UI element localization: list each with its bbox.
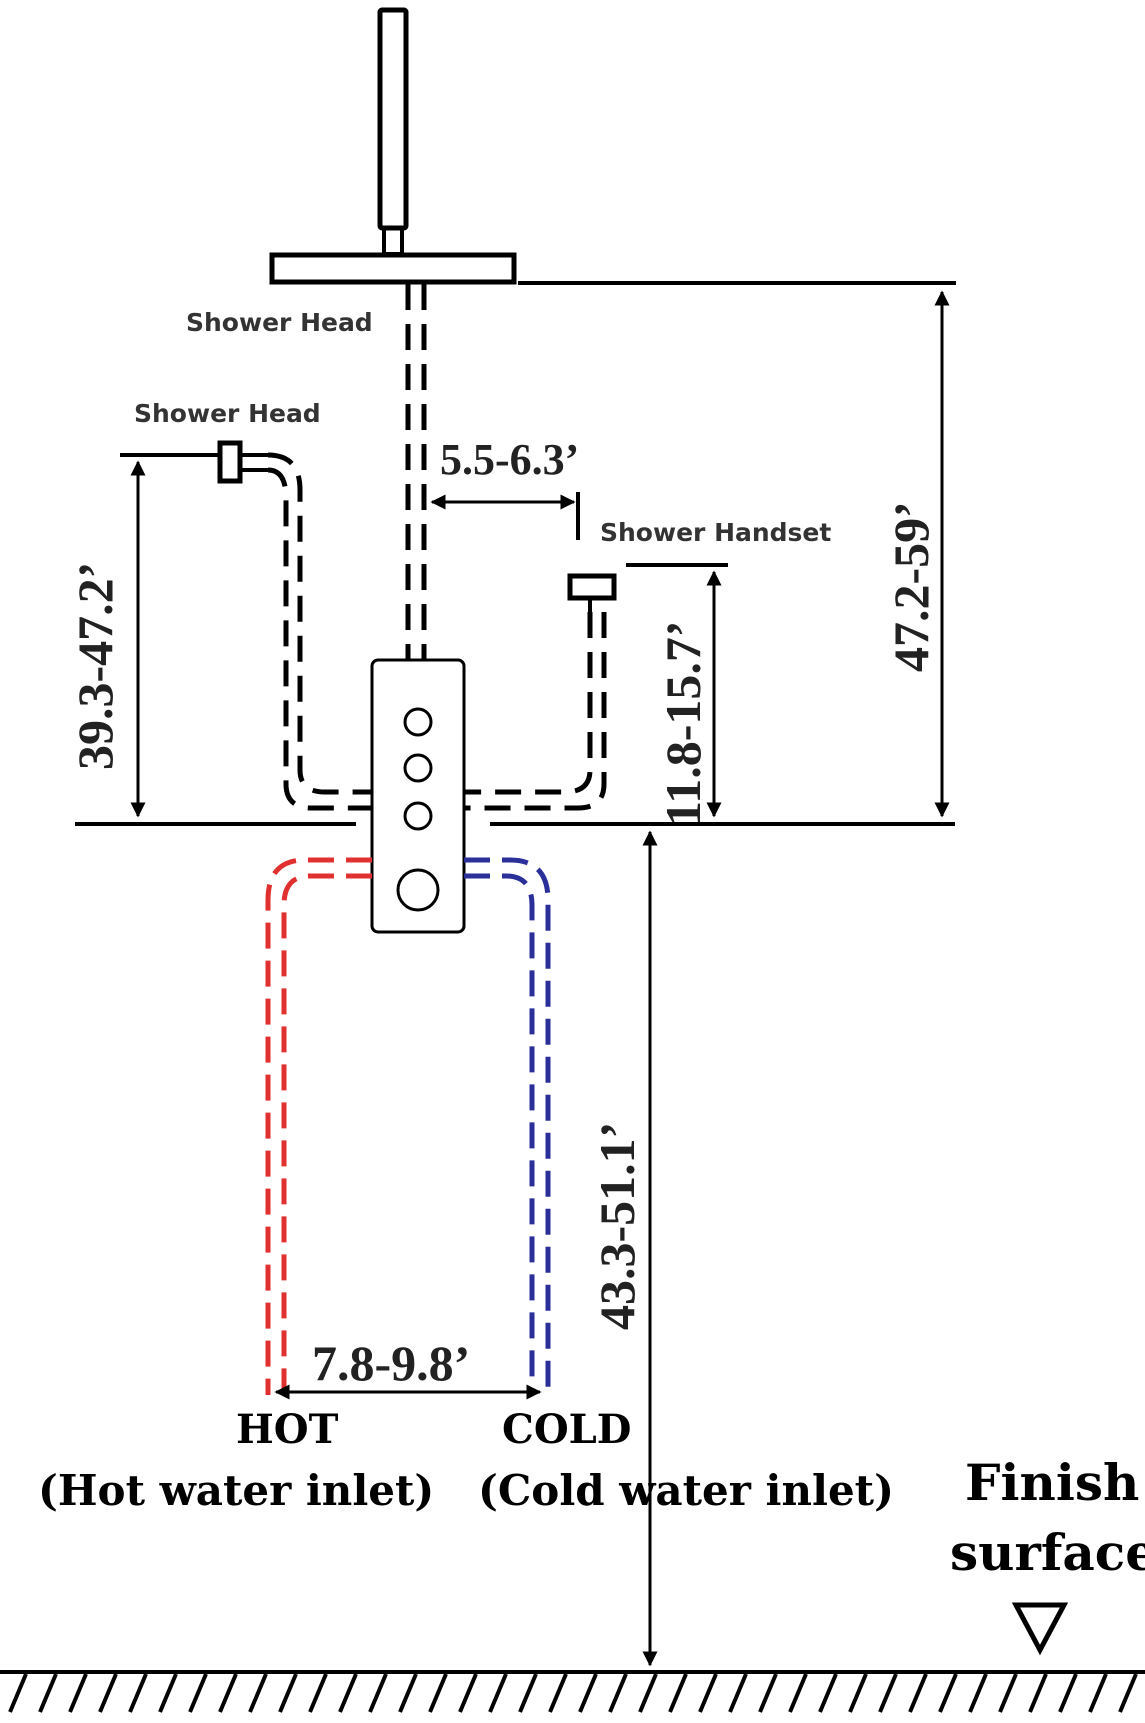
valve-knob-3 (403, 801, 433, 831)
shower-handset (567, 573, 617, 612)
hatch-mark (38, 1673, 58, 1713)
hatch-mark (578, 1673, 598, 1713)
label-hot-inlet: (Hot water inlet) (38, 1466, 434, 1515)
hatch-mark (308, 1673, 328, 1713)
hatch-mark (518, 1673, 538, 1713)
hatch-mark (398, 1673, 418, 1713)
dim-handset-height (626, 563, 728, 818)
hatch-mark (1058, 1673, 1078, 1713)
dim-side-head-height (120, 453, 222, 818)
dim-label-top-head-height: 47.2-59’ (883, 501, 939, 672)
cold-water-pipe (464, 857, 551, 1395)
hatch-mark (908, 1673, 928, 1713)
hatch-mark (128, 1673, 148, 1713)
dim-handset-offset (430, 492, 580, 540)
label-cold: COLD (502, 1406, 632, 1453)
hatch-mark (668, 1673, 688, 1713)
handset-pipe (464, 612, 607, 811)
hatch-mark (758, 1673, 778, 1713)
hatch-mark (848, 1673, 868, 1713)
hatch-mark (458, 1673, 478, 1713)
hatch-mark (98, 1673, 118, 1713)
hatch-mark (968, 1673, 988, 1713)
hatch-mark (248, 1673, 268, 1713)
hatch-mark (488, 1673, 508, 1713)
hatch-mark (1028, 1673, 1048, 1713)
hatch-mark (548, 1673, 568, 1713)
valve-knob-1 (403, 707, 433, 737)
hatch-mark (728, 1673, 748, 1713)
mixing-valve (370, 658, 466, 934)
dim-label-handset-height: 11.8-15.7’ (655, 620, 711, 826)
hatch-mark (1118, 1673, 1138, 1713)
label-shower-head-side: Shower Head (134, 399, 321, 428)
label-cold-inlet: (Cold water inlet) (478, 1466, 894, 1515)
label-shower-head-top: Shower Head (186, 308, 373, 337)
label-shower-handset: Shower Handset (600, 518, 831, 547)
hatch-mark (338, 1673, 358, 1713)
side-head-pipe (267, 452, 372, 811)
dim-label-inlet-spacing: 7.8-9.8’ (312, 1335, 470, 1391)
hatch-mark (938, 1673, 958, 1713)
label-hot: HOT (236, 1406, 339, 1453)
hatch-mark (788, 1673, 808, 1713)
hatch-mark (998, 1673, 1018, 1713)
floor-hatching (8, 1673, 1138, 1713)
hatch-mark (68, 1673, 88, 1713)
dim-label-valve-height: 43.3-51.1’ (589, 1122, 645, 1330)
hatch-mark (368, 1673, 388, 1713)
label-surface: surface (950, 1523, 1145, 1582)
hatch-mark (698, 1673, 718, 1713)
hatch-mark (278, 1673, 298, 1713)
dim-top-head-height (518, 281, 956, 818)
side-shower-head (217, 440, 268, 484)
hatch-mark (188, 1673, 208, 1713)
hatch-mark (158, 1673, 178, 1713)
overhead-pipe (405, 284, 427, 660)
dim-label-side-head-height: 39.3-47.2’ (67, 562, 123, 770)
hatch-mark (608, 1673, 628, 1713)
hatch-mark (818, 1673, 838, 1713)
dim-label-handset-offset: 5.5-6.3’ (440, 435, 579, 484)
hatch-mark (8, 1673, 28, 1713)
hatch-mark (218, 1673, 238, 1713)
hot-water-pipe (265, 857, 372, 1395)
hatch-mark (1088, 1673, 1108, 1713)
hatch-mark (428, 1673, 448, 1713)
hatch-mark (878, 1673, 898, 1713)
valve-thermostat-knob (396, 868, 440, 912)
valve-knob-2 (403, 753, 433, 783)
label-finish: Finish (965, 1453, 1139, 1512)
floor-line (0, 1670, 1145, 1713)
overhead-shower-head (269, 7, 517, 285)
hatch-mark (638, 1673, 658, 1713)
finish-surface-marker (1011, 1602, 1069, 1656)
